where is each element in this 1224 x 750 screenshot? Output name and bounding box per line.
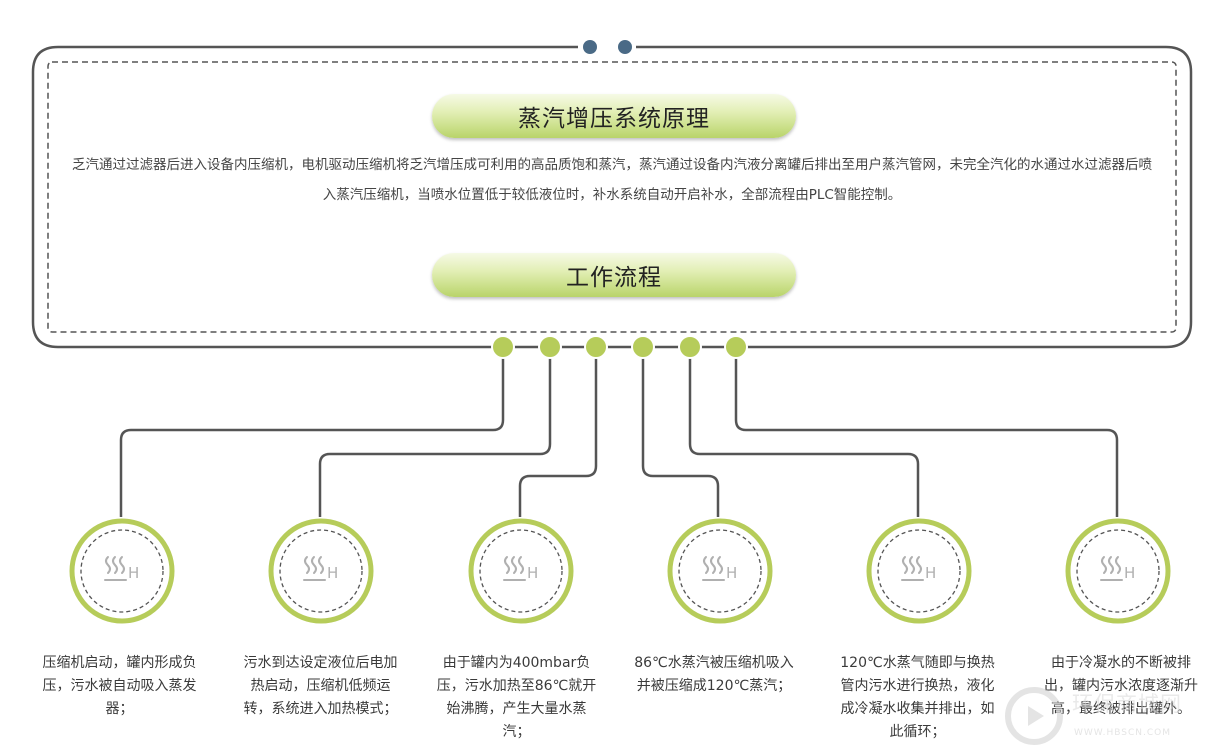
connector-1: [119, 347, 505, 517]
top-dot-right: [618, 40, 632, 54]
step-icon-label: H: [327, 564, 338, 582]
inner-dashed-frame: [47, 61, 1177, 333]
frame-dot-3: [584, 335, 608, 359]
step-circle-2: H: [267, 517, 375, 625]
watermark-text: 环保商城网: [1072, 692, 1182, 716]
step-text-2: 污水到达设定液位后电加热启动，压缩机低频运转，系统进入加热模式；: [243, 655, 398, 717]
workflow-title: 工作流程: [432, 253, 796, 297]
step-circle-graphic: H: [1065, 518, 1171, 624]
frame-dot-6: [724, 335, 748, 359]
connector-6: [734, 347, 1119, 517]
outer-frame: [31, 45, 1193, 349]
watermark-logo-icon: [1005, 687, 1063, 745]
step-text-6: 由于冷凝水的不断被排出，罐内污水浓度逐渐升高，最终被排出罐外。: [1044, 655, 1198, 717]
step-circle-1: H: [68, 517, 176, 625]
step-circle-graphic: H: [268, 518, 374, 624]
step-circle-3: H: [467, 517, 575, 625]
step-circle-graphic: H: [866, 518, 972, 624]
step-circle-5: H: [865, 517, 973, 625]
step-icon-label: H: [726, 564, 737, 582]
step-text-5: 120℃水蒸气随即与换热管内污水进行换热，液化成冷凝水收集并排出，如此循环；: [840, 655, 995, 740]
step-circle-6: H: [1064, 517, 1172, 625]
connector-2: [318, 347, 552, 517]
frame-dot-5: [678, 335, 702, 359]
watermark: 环保商城网 WWW.HBSCN.COM: [1000, 684, 1224, 750]
frame-dot-2: [538, 335, 562, 359]
connector-3: [518, 347, 598, 517]
step-circle-4: H: [666, 517, 774, 625]
step-icon-label: H: [527, 564, 538, 582]
step-text-4: 86℃水蒸汽被压缩机吸入并被压缩成120℃蒸汽；: [634, 655, 794, 694]
step-icon-label: H: [1124, 564, 1135, 582]
frame-dot-4: [631, 335, 655, 359]
step-circle-graphic: H: [69, 518, 175, 624]
top-dot-left: [583, 40, 597, 54]
step-icon-label: H: [128, 564, 139, 582]
principle-title: 蒸汽增压系统原理: [432, 94, 796, 138]
connector-5: [688, 347, 920, 517]
principle-description: 乏汽通过过滤器后进入设备内压缩机，电机驱动压缩机将乏汽增压成可利用的高品质饱和蒸…: [72, 157, 1152, 203]
step-text-3: 由于罐内为400mbar负压，污水加热至86℃就开始沸腾，产生大量水蒸汽；: [436, 655, 597, 740]
watermark-url: WWW.HBSCN.COM: [1074, 728, 1172, 738]
step-circle-graphic: H: [667, 518, 773, 624]
step-circle-graphic: H: [468, 518, 574, 624]
step-text-1: 压缩机启动，罐内形成负压，污水被自动吸入蒸发器；: [42, 655, 197, 717]
step-icon-label: H: [925, 564, 936, 582]
connector-4: [641, 347, 720, 517]
frame-dot-1: [491, 335, 515, 359]
